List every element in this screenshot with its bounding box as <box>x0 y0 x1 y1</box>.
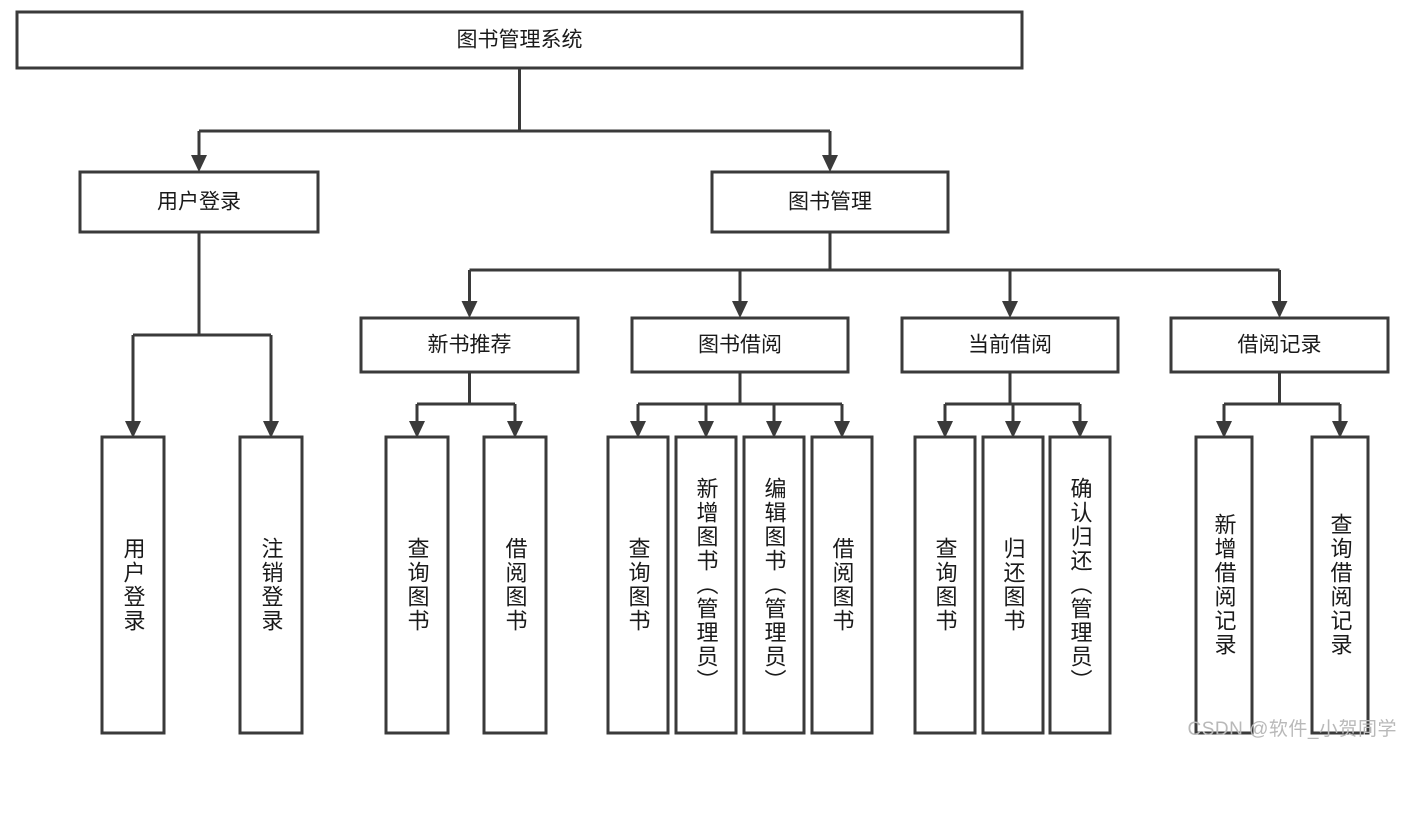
leaf-box-6[interactable] <box>742 435 806 735</box>
node-label-root: 图书管理系统 <box>457 29 583 52</box>
box-layer <box>15 10 1390 735</box>
node-box-level3-2[interactable] <box>900 316 1120 374</box>
leaf-box-5[interactable] <box>674 435 738 735</box>
arrow-to-level2-0 <box>191 155 207 172</box>
leaf-box-12[interactable] <box>1310 435 1370 735</box>
arrow-to-leaf-9 <box>1005 421 1021 438</box>
connector-layer <box>125 68 1348 438</box>
leaf-box-10[interactable] <box>1048 435 1112 735</box>
node-box-level3-1[interactable] <box>630 316 850 374</box>
node-label-level3-0: 新书推荐 <box>428 334 512 357</box>
arrow-to-leaf-10 <box>1072 421 1088 438</box>
leaf-box-0[interactable] <box>100 435 166 735</box>
watermark: CSDN @软件_小贺同学 <box>1187 719 1397 740</box>
arrow-to-leaf-12 <box>1332 421 1348 438</box>
arrow-to-leaf-11 <box>1216 421 1232 438</box>
leaf-box-11[interactable] <box>1194 435 1254 735</box>
arrow-to-leaf-0 <box>125 421 141 438</box>
leaf-box-8[interactable] <box>913 435 977 735</box>
leaf-box-9[interactable] <box>981 435 1045 735</box>
node-box-root[interactable] <box>15 10 1024 70</box>
node-label-level3-3: 借阅记录 <box>1238 334 1322 357</box>
node-box-level2-0[interactable] <box>78 170 320 234</box>
node-label-level2-1: 图书管理 <box>788 191 872 214</box>
arrow-to-level3-1 <box>732 301 748 318</box>
node-label-level2-0: 用户登录 <box>157 191 241 214</box>
arrow-to-leaf-1 <box>263 421 279 438</box>
arrow-to-leaf-5 <box>698 421 714 438</box>
arrow-to-level2-1 <box>822 155 838 172</box>
arrow-to-leaf-3 <box>507 421 523 438</box>
arrow-to-level3-0 <box>461 301 478 318</box>
node-box-level2-1[interactable] <box>710 170 950 234</box>
node-label-level3-1: 图书借阅 <box>698 334 782 357</box>
leaf-box-3[interactable] <box>482 435 548 735</box>
arrow-to-leaf-8 <box>937 421 953 438</box>
arrow-to-leaf-4 <box>630 421 646 438</box>
node-box-level3-3[interactable] <box>1169 316 1390 374</box>
leaf-box-4[interactable] <box>606 435 670 735</box>
hierarchy-diagram: 图书管理系统用户登录图书管理新书推荐图书借阅当前借阅借阅记录 用户登录注销登录查… <box>15 10 1397 740</box>
arrow-to-level3-2 <box>1002 301 1018 318</box>
leaf-box-7[interactable] <box>810 435 874 735</box>
arrow-to-leaf-6 <box>766 421 782 438</box>
leaf-box-1[interactable] <box>238 435 304 735</box>
node-box-level3-0[interactable] <box>359 316 580 374</box>
arrow-to-leaf-7 <box>834 421 850 438</box>
node-label-level3-2: 当前借阅 <box>968 334 1052 357</box>
leaf-box-2[interactable] <box>384 435 450 735</box>
arrow-to-level3-3 <box>1271 301 1288 318</box>
arrow-to-leaf-2 <box>409 421 425 438</box>
